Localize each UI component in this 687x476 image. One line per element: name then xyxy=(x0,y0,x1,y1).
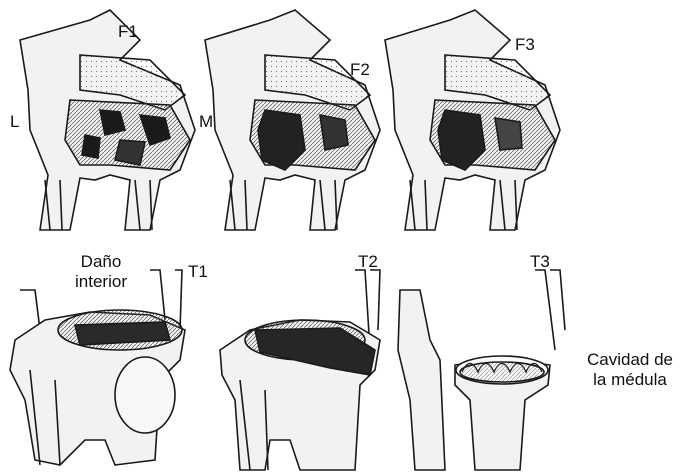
label-dano-line2: interior xyxy=(66,272,136,292)
tibia-t2-illustration xyxy=(220,270,380,470)
label-cavidad-medula: Cavidad de la médula xyxy=(574,350,686,390)
femur-f1-illustration xyxy=(20,10,195,230)
label-f2: F2 xyxy=(350,60,370,80)
label-dano-line1: Daño xyxy=(66,252,136,272)
tibia-t1-illustration xyxy=(10,270,185,465)
label-cavidad-line2: la médula xyxy=(574,370,686,390)
tibia-t3-illustration xyxy=(398,270,565,470)
label-m: M xyxy=(199,112,213,132)
label-l: L xyxy=(10,112,19,132)
label-f1: F1 xyxy=(118,22,138,42)
label-dano-interior: Daño interior xyxy=(66,252,136,292)
label-cavidad-line1: Cavidad de xyxy=(574,350,686,370)
label-f3: F3 xyxy=(515,35,535,55)
femur-f2-illustration xyxy=(205,10,380,230)
label-t2: T2 xyxy=(358,252,378,272)
label-t1: T1 xyxy=(188,262,208,282)
label-t3: T3 xyxy=(530,252,550,272)
